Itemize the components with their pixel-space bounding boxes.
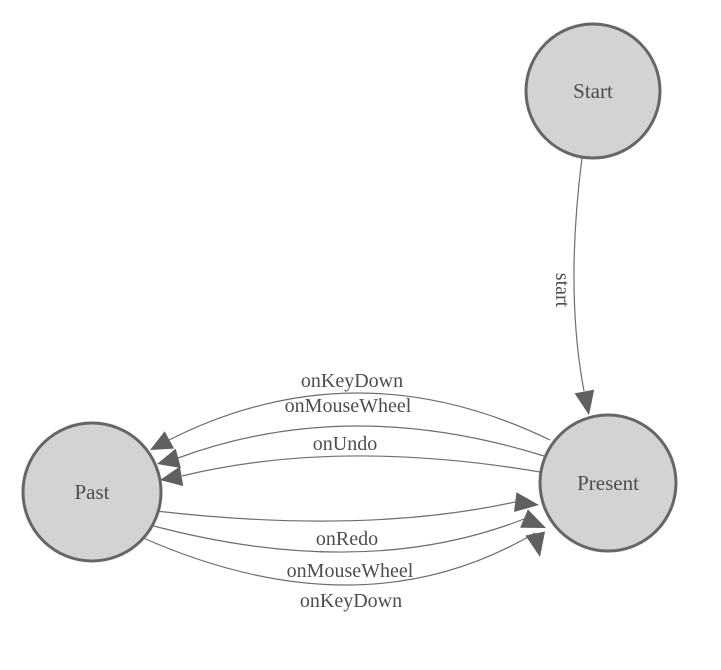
edge-onredo-path <box>155 501 516 522</box>
arrowhead-onredo <box>514 492 539 512</box>
arrowhead-start <box>574 389 595 415</box>
edge-label-start: start <box>551 273 573 308</box>
edge-onmousewheel-bottom-path <box>149 518 525 553</box>
edge-onkeydown-top-path <box>168 392 551 441</box>
edge-label-onmousewheel-top: onMouseWheel <box>285 395 412 417</box>
edge-label-onundo: onUndo <box>313 433 377 455</box>
edge-label-onkeydown-top: onKeyDown <box>301 370 403 392</box>
node-label-group: Start Present Past <box>74 79 639 504</box>
arrowhead-group <box>150 389 595 557</box>
edge-label-onkeydown-bottom: onKeyDown <box>300 590 402 612</box>
node-label-past: Past <box>74 480 109 504</box>
state-node-start <box>524 22 662 160</box>
edge-start-path <box>573 157 585 392</box>
edge-onkeydown-bottom-path <box>140 532 536 586</box>
arrowhead-onmousewheel-bottom <box>520 509 546 528</box>
edge-onmousewheel-top-path <box>177 425 545 459</box>
node-label-present: Present <box>577 471 639 495</box>
edge-label-onredo: onRedo <box>316 528 378 550</box>
edge-label-group: start onKeyDown onMouseWheel onUndo onRe… <box>285 273 573 612</box>
edge-group <box>140 157 585 586</box>
state-node-past <box>21 421 163 563</box>
state-node-present <box>538 413 678 553</box>
node-label-start: Start <box>573 79 613 103</box>
node-group <box>21 22 678 563</box>
arrowhead-onmousewheel-top <box>157 448 181 468</box>
edge-label-onmousewheel-bottom: onMouseWheel <box>287 560 414 582</box>
arrowhead-onundo <box>160 466 184 487</box>
edge-onundo-path <box>181 455 541 477</box>
arrowhead-onkeydown-bottom <box>525 531 545 557</box>
arrowhead-onkeydown-top <box>150 431 175 450</box>
